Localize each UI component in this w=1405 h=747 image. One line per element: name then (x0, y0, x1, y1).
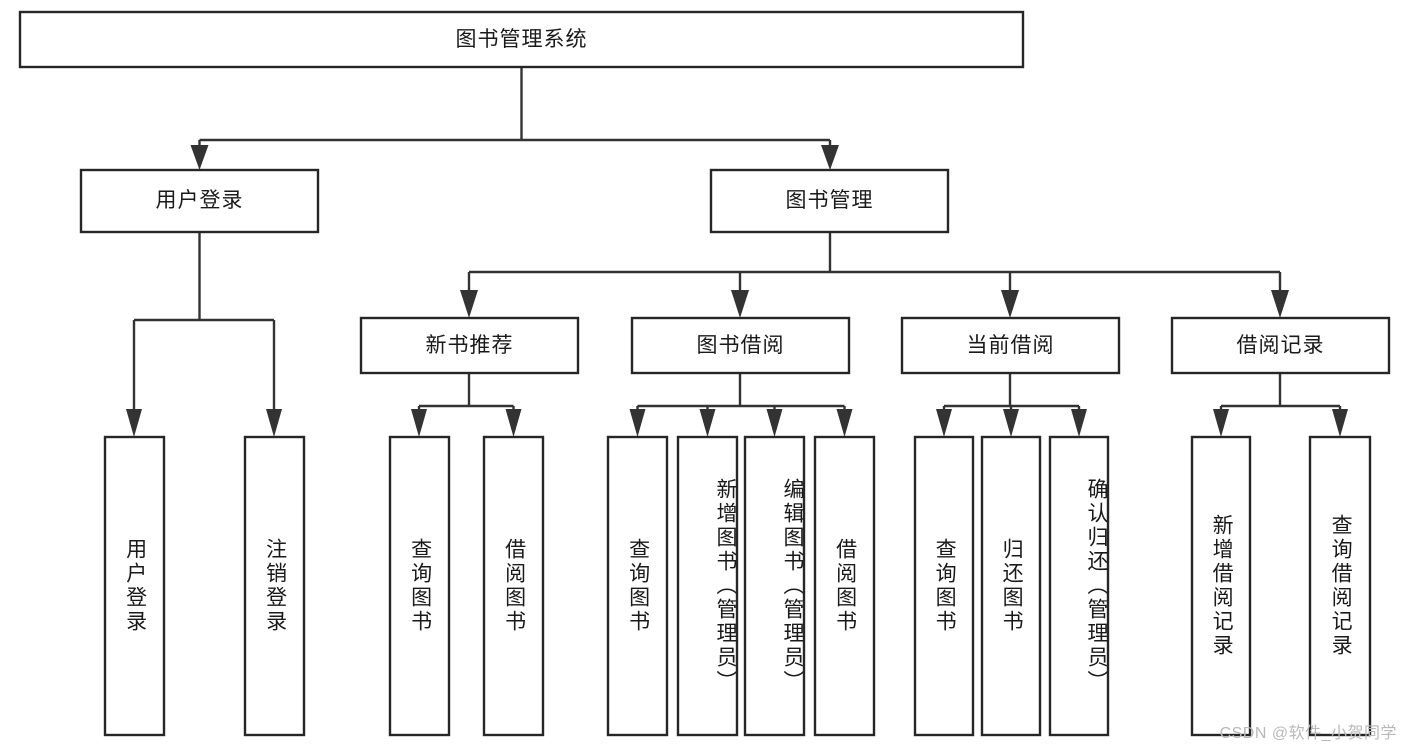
node-box-leaf-query-book-1[interactable] (388, 435, 451, 737)
connector-group-user-login (126, 232, 282, 437)
arrow-head-leaf-borrow-book-2 (836, 409, 853, 437)
arrow-head-leaf-query-book-1 (411, 409, 427, 437)
arrow-head-leaf-borrow-book-1 (505, 409, 522, 437)
connector-group-new-book (411, 373, 522, 437)
arrow-head-leaf-confirm-return (1071, 409, 1087, 437)
arrow-head-leaf-query-book-3 (936, 409, 952, 437)
connector-group-borrow-record (1213, 373, 1348, 437)
arrow-head-leaf-edit-book (766, 409, 783, 437)
arrow-head-leaf-logout (266, 409, 282, 437)
arrow-head-current-borrow (1001, 290, 1019, 318)
arrow-head-borrow-record (1271, 290, 1289, 318)
node-box-leaf-query-book-2[interactable] (606, 435, 669, 737)
arrow-head-leaf-query-book-2 (629, 409, 646, 437)
node-box-leaf-query-book-3[interactable] (913, 435, 975, 737)
node-box-leaf-confirm-return[interactable] (1048, 435, 1110, 737)
node-box-user-login[interactable] (79, 168, 320, 234)
node-box-leaf-borrow-book-2[interactable] (813, 435, 876, 737)
csdn-watermark: CSDN @软件_小贺同学 (1219, 725, 1397, 742)
arrow-head-leaf-add-book (699, 409, 716, 437)
connector-group-current-borrow (936, 373, 1087, 437)
node-box-leaf-add-book[interactable] (676, 435, 739, 737)
arrow-head-book-manage (821, 145, 839, 170)
arrow-head-book-borrow (731, 290, 749, 318)
node-box-leaf-query-record[interactable] (1308, 435, 1372, 737)
node-box-root[interactable] (18, 10, 1025, 69)
node-box-book-manage[interactable] (709, 168, 950, 234)
arrow-head-user-login (190, 145, 209, 170)
connector-group-book-borrow (629, 373, 853, 437)
node-box-leaf-add-record[interactable] (1190, 435, 1252, 737)
node-box-book-borrow[interactable] (630, 316, 851, 375)
node-box-leaf-return-book[interactable] (980, 435, 1042, 737)
arrow-head-leaf-add-record (1213, 409, 1229, 437)
arrow-head-leaf-query-record (1332, 409, 1348, 437)
connector-group-book-manage (460, 232, 1289, 318)
node-box-leaf-logout[interactable] (243, 435, 306, 737)
connector-group-root (190, 67, 839, 170)
node-box-current-borrow[interactable] (900, 316, 1121, 375)
arrow-head-leaf-user-login (126, 409, 142, 437)
node-box-new-book[interactable] (359, 316, 580, 375)
arrow-head-leaf-return-book (1003, 409, 1019, 437)
arrow-head-new-book (460, 290, 478, 318)
node-box-leaf-borrow-book-1[interactable] (482, 435, 545, 737)
node-box-leaf-user-login[interactable] (103, 435, 166, 737)
node-box-leaf-edit-book[interactable] (743, 435, 806, 737)
node-box-borrow-record[interactable] (1170, 316, 1391, 375)
